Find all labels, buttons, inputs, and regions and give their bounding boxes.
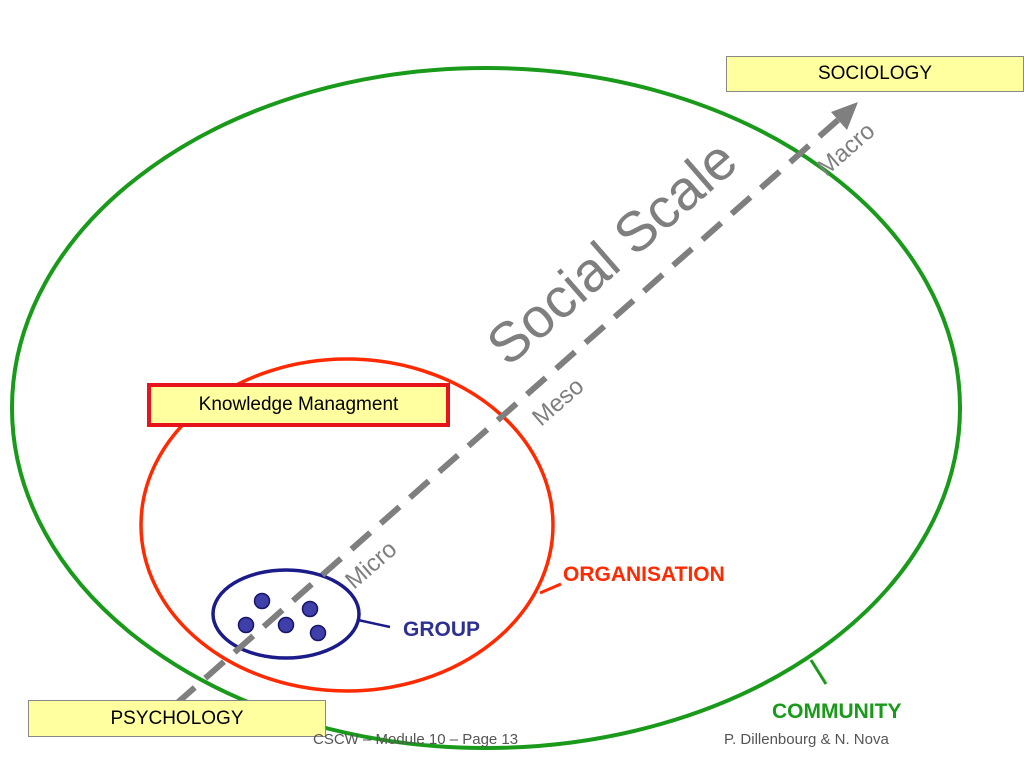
group-member-dot (309, 624, 327, 642)
psychology-label: PSYCHOLOGY (110, 707, 244, 729)
community-ellipse (10, 66, 962, 750)
footer-module-page: CSCW – Module 10 – Page 13 (313, 731, 519, 748)
knowledge-management-label: Knowledge Managment (198, 394, 399, 415)
group-label: GROUP (403, 618, 481, 641)
axis-label-micro: Micro (340, 536, 402, 595)
group-ellipse (211, 568, 361, 660)
group-member-dot (301, 600, 319, 618)
axis-title: Social Scale (475, 127, 749, 377)
sociology-box: SOCIOLOGY (726, 56, 1024, 92)
group-member-dot (237, 616, 255, 634)
social-scale-axis (174, 117, 840, 707)
axis-label-meso: Meso (527, 373, 589, 432)
group-member-dot (253, 592, 271, 610)
knowledge-management-box: Knowledge Managment (147, 383, 450, 427)
psychology-box: PSYCHOLOGY (28, 700, 326, 737)
footer-authors: P. Dillenbourg & N. Nova (724, 731, 889, 748)
organisation-ellipse (139, 357, 555, 693)
community-label: COMMUNITY (772, 700, 902, 723)
organisation-connector (539, 582, 562, 595)
sociology-label: SOCIOLOGY (817, 63, 933, 84)
axis-arrowhead (831, 102, 858, 130)
organisation-label: ORGANISATION (563, 563, 725, 586)
community-connector (809, 659, 828, 685)
group-connector (357, 618, 391, 629)
group-member-dot (277, 616, 295, 634)
